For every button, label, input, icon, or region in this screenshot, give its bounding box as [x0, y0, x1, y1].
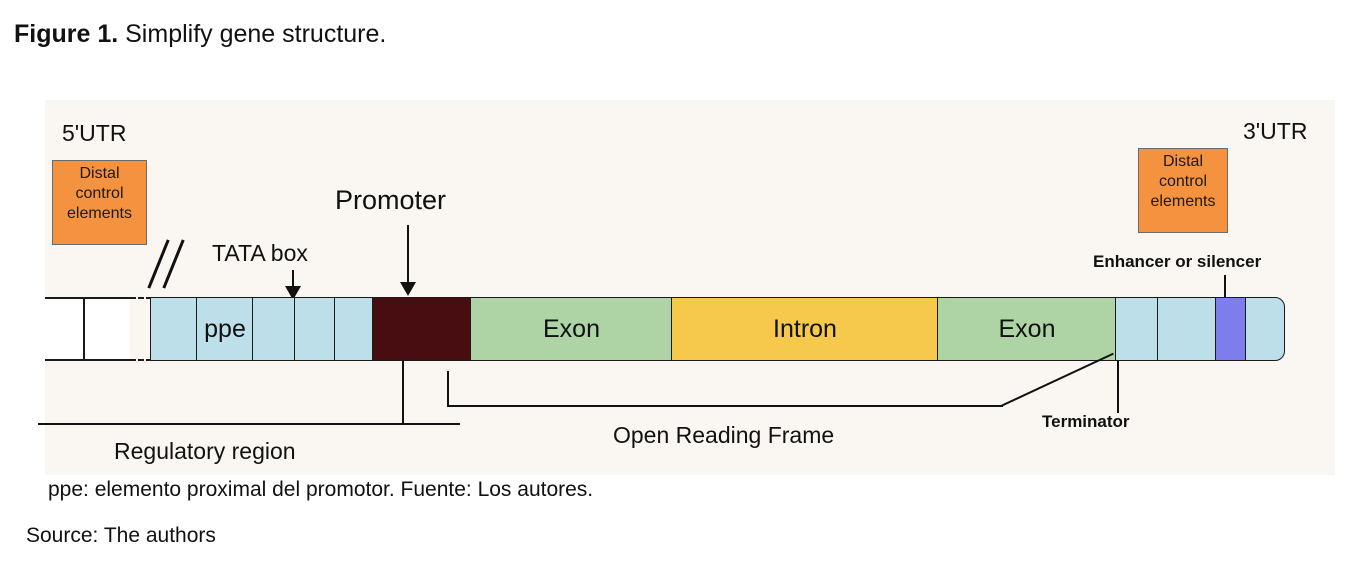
segment-regulatory-5: [334, 297, 374, 361]
figure-caption: Figure 1. Simplify gene structure.: [14, 20, 386, 49]
promoter-arrow-shaft: [407, 225, 409, 287]
diagram-panel: 5'UTR 3'UTR Distal control elements Dist…: [45, 100, 1335, 475]
segment-ppe: ppe: [196, 297, 254, 361]
label-5utr: 5'UTR: [62, 120, 127, 146]
distal-left-line-3: elements: [67, 205, 132, 222]
segment-exon-2: Exon: [937, 297, 1117, 361]
distal-control-elements-right: Distal control elements: [1138, 148, 1228, 233]
enhancer-leader-line: [1224, 275, 1226, 302]
figure-title: Simplify gene structure.: [118, 20, 387, 48]
label-promoter: Promoter: [335, 185, 447, 215]
label-terminator: Terminator: [1042, 412, 1130, 431]
segment-upstream-divider: [83, 297, 85, 361]
segment-break-dashed: [130, 297, 152, 361]
gene-structure-bar: ppe Exon Intron Exon: [45, 297, 1285, 361]
distal-left-line-2: control: [75, 185, 124, 202]
ppe-label: ppe: [204, 314, 246, 343]
distal-right-line-2: control: [1158, 173, 1208, 190]
tata-arrow-shaft: [292, 270, 294, 292]
intron-label: Intron: [773, 314, 837, 343]
label-open-reading-frame: Open Reading Frame: [613, 422, 835, 448]
distal-right-line-3: elements: [1150, 193, 1216, 210]
label-tata-box: TATA box: [212, 240, 308, 266]
segment-terminator: [1115, 297, 1159, 361]
tata-arrow-head: [285, 286, 301, 300]
promoter-arrow-head: [400, 282, 416, 296]
label-3utr: 3'UTR: [1243, 118, 1308, 144]
orf-bracket-base: [447, 405, 1003, 407]
segment-promoter-core: [372, 297, 472, 361]
terminator-leader-line: [1117, 361, 1119, 413]
figure-label: Figure 1.: [14, 20, 119, 48]
note-source-english: Source: The authors: [26, 524, 216, 547]
promoter-drop-line: [402, 361, 404, 423]
segment-intron: Intron: [671, 297, 939, 361]
segment-exon-1: Exon: [470, 297, 673, 361]
note-source-spanish: ppe: elemento proximal del promotor. Fue…: [48, 478, 594, 501]
label-enhancer-or-silencer: Enhancer or silencer: [1093, 252, 1262, 271]
distal-right-line-1: Distal: [1162, 153, 1203, 170]
exon-1-label: Exon: [543, 314, 600, 343]
segment-tata-box: [294, 297, 336, 361]
orf-bracket-left: [447, 371, 449, 406]
segment-regulatory-3: [252, 297, 296, 361]
regulatory-region-bracket: [38, 423, 460, 425]
segment-upstream-open: [45, 297, 130, 361]
distal-left-line-1: Distal: [79, 165, 120, 182]
distal-control-elements-left: Distal control elements: [52, 160, 147, 245]
segment-regulatory-1: [150, 297, 198, 361]
segment-enhancer-silencer: [1215, 297, 1247, 361]
exon-2-label: Exon: [998, 314, 1056, 343]
label-regulatory-region: Regulatory region: [114, 438, 296, 464]
segment-downstream-2: [1245, 297, 1285, 361]
